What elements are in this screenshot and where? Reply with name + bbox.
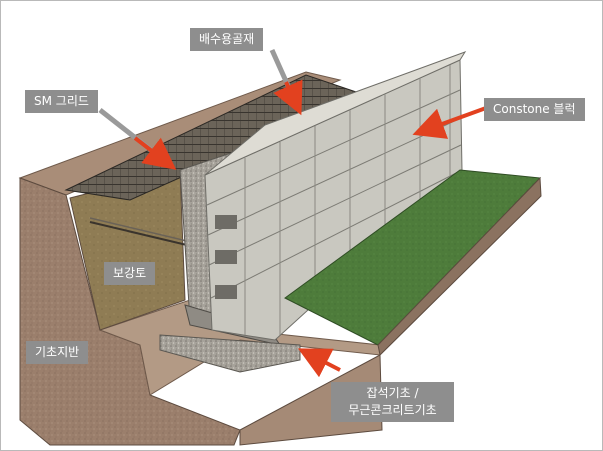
label-grid: SM 그리드 (25, 90, 98, 113)
block-wall-top (204, 51, 467, 176)
soil-section (19, 177, 241, 446)
label-backfill: 보강토 (104, 262, 156, 285)
arrow-grid (133, 136, 177, 170)
front-soil-base (239, 354, 383, 446)
label-foundation: 잡석기초 / 무근콘크리트기초 (331, 382, 454, 422)
grass-edge (377, 176, 542, 357)
label-subgrade: 기초지반 (26, 341, 89, 364)
callout-arrows (98, 48, 487, 378)
arrow-block (412, 106, 487, 139)
label-drainage: 배수용골재 (190, 28, 264, 51)
label-foundation-line1: 잡석기초 / (366, 386, 419, 400)
block-joints (244, 65, 451, 335)
arrow-drainage (273, 79, 303, 116)
block-openings (215, 215, 237, 299)
gravel-foundation (159, 334, 301, 373)
arrow-foundation (297, 348, 341, 378)
label-foundation-line2: 무근콘크리트기초 (348, 403, 437, 417)
label-block: Constone 블럭 (484, 98, 585, 121)
